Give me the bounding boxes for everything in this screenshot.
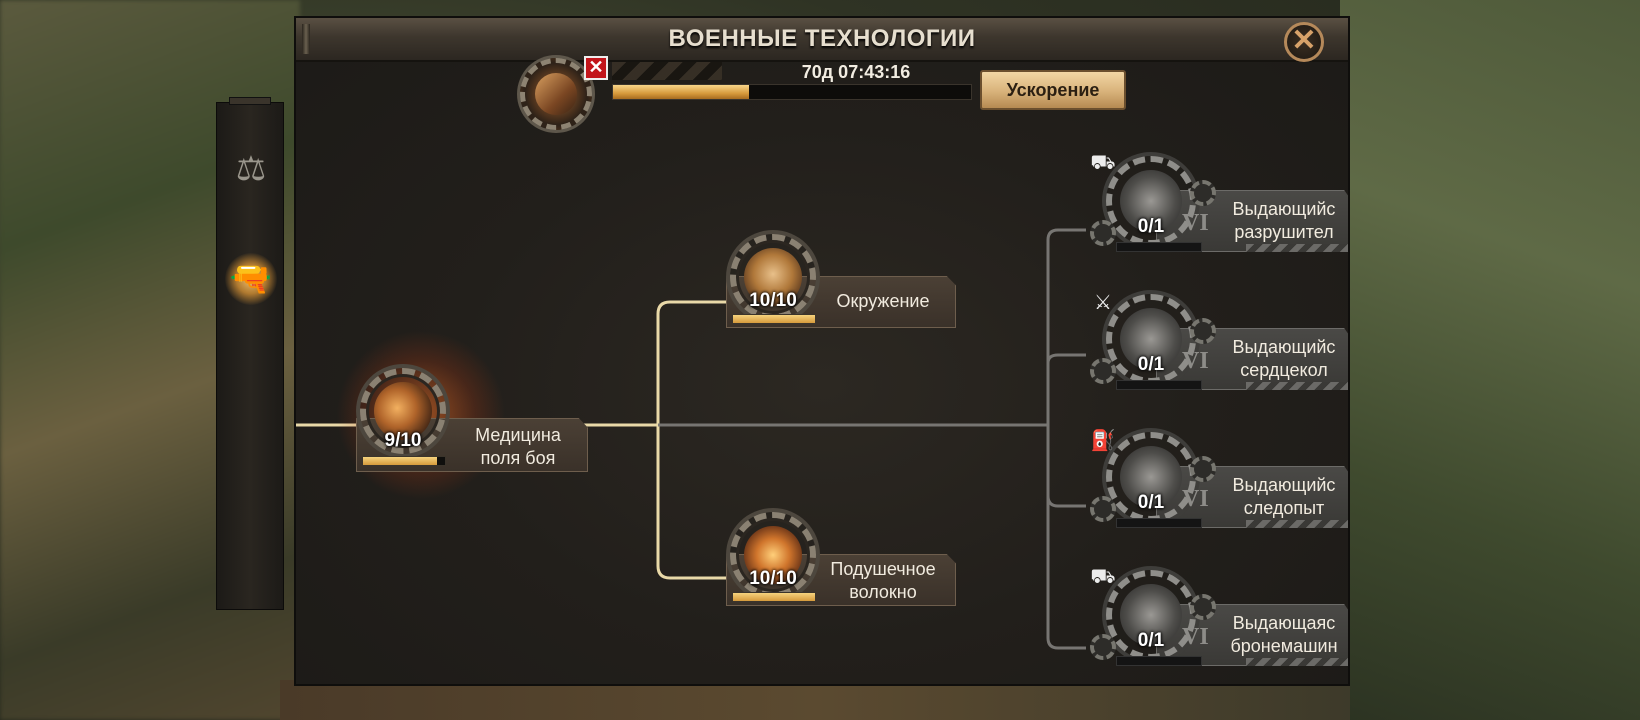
- research-progress-fill: [613, 85, 750, 99]
- soldier-portrait-icon: [1120, 308, 1182, 370]
- node-name-line-1: Выдающийс: [1232, 199, 1336, 219]
- node-name-line-1: Медицина: [475, 425, 561, 445]
- fiber-sparks-icon: [744, 526, 802, 584]
- node-name-line-1: Подушечное: [830, 559, 936, 579]
- title-rivet-left: [302, 24, 310, 54]
- node-level: 9/10: [384, 430, 422, 451]
- cog-icon: [1090, 634, 1116, 660]
- node-name-line-2: следопыт: [1243, 498, 1325, 518]
- node-name-line-2: разрушител: [1234, 222, 1334, 242]
- cog-icon: [1090, 496, 1116, 522]
- locked-stripes: [1246, 658, 1348, 666]
- node-name: Медицина поля боя: [448, 424, 588, 470]
- node-name: Окружение: [818, 290, 948, 313]
- node-level: 0/1: [1137, 216, 1165, 237]
- locked-branch-4: [1046, 425, 1086, 650]
- cog-icon: [1190, 318, 1216, 344]
- node-name: Подушечное волокно: [818, 558, 948, 604]
- node-name-line-1: Выдающийс: [1232, 337, 1336, 357]
- rifle-ammo-icon[interactable]: 🔫: [225, 253, 277, 305]
- window-title: ВОЕННЫЕ ТЕХНОЛОГИИ: [668, 25, 976, 52]
- research-progress-bar: [612, 84, 972, 100]
- cog-icon: [1190, 456, 1216, 482]
- background-bottom: [280, 680, 1350, 720]
- current-research-icon[interactable]: [520, 58, 592, 130]
- node-progress-bar: [1116, 518, 1202, 528]
- node-level: 0/1: [1137, 354, 1165, 375]
- armored-car-icon: ⛟: [1090, 565, 1116, 588]
- tech-tree-connections: [296, 228, 1086, 650]
- node-name: Выдающаяс бронемашин: [1216, 612, 1348, 658]
- speedup-button[interactable]: Ускорение: [980, 70, 1126, 110]
- research-timer: 70д 07:43:16: [801, 62, 911, 82]
- locked-branch-2: [1046, 353, 1086, 425]
- node-name-line-2: поля боя: [480, 448, 556, 468]
- node-progress-bar: [732, 592, 816, 602]
- melee-icon: ⚔: [1094, 291, 1112, 314]
- node-name-line-2: бронемашин: [1230, 636, 1338, 656]
- node-name: Выдающийс сердцекол: [1216, 336, 1348, 382]
- node-name-line-1: Выдающийс: [1232, 475, 1336, 495]
- motorcycle-icon: ⛽: [1090, 429, 1116, 452]
- node-progress-bar: [1116, 380, 1202, 390]
- node-name: Выдающийс следопыт: [1216, 474, 1348, 520]
- cancel-research-button[interactable]: ✕: [584, 56, 608, 80]
- artillery-icon: ⛟: [1090, 151, 1116, 174]
- node-name-line-2: сердцекол: [1240, 360, 1328, 380]
- locked-stripes: [1246, 244, 1348, 252]
- node-progress-bar: [1116, 242, 1202, 252]
- soldier-portrait-icon: [1120, 170, 1182, 232]
- node-name-line-1: Окружение: [836, 291, 930, 311]
- category-side-panel: ⚖ 🔫: [216, 97, 284, 610]
- branch-line-lower: [656, 425, 726, 580]
- locked-branch-1: [1046, 228, 1086, 425]
- node-gear-icon: [360, 368, 446, 454]
- node-level: 10/10: [749, 290, 797, 311]
- cog-icon: [1190, 180, 1216, 206]
- node-name-line-2: волокно: [849, 582, 917, 602]
- node-level: 0/1: [1137, 630, 1165, 651]
- locked-stripes: [1246, 382, 1348, 390]
- cog-icon: [1090, 220, 1116, 246]
- timer-hazard-stripe: [612, 62, 722, 80]
- locked-branch-3: [1046, 425, 1086, 508]
- node-name: Выдающийс разрушител: [1216, 198, 1348, 244]
- tier-numeral: VI: [1182, 210, 1209, 236]
- cog-icon: [1090, 358, 1116, 384]
- military-tech-window: ВОЕННЫЕ ТЕХНОЛОГИИ ✕ ✕ 70д 07:43:16 Уско…: [294, 16, 1350, 686]
- tier-numeral: VI: [1182, 624, 1209, 650]
- node-name-line-1: Выдающаяс: [1232, 613, 1336, 633]
- medicine-tent-icon: [374, 382, 432, 440]
- map-arrows-icon: [744, 248, 802, 306]
- close-x-icon[interactable]: ✕: [1284, 22, 1324, 62]
- vehicle-portrait-icon: [1120, 584, 1182, 646]
- panel-cap: [229, 97, 271, 105]
- title-bar: ВОЕННЫЕ ТЕХНОЛОГИИ ✕: [296, 18, 1348, 62]
- background-right: [1340, 0, 1640, 720]
- branch-line-upper: [656, 300, 726, 425]
- node-progress-fill: [363, 457, 437, 465]
- node-level: 0/1: [1137, 492, 1165, 513]
- node-progress-bar: [1116, 656, 1202, 666]
- soldier-portrait-icon: [1120, 446, 1182, 508]
- scales-money-icon[interactable]: ⚖: [235, 150, 267, 188]
- locked-stripes: [1246, 520, 1348, 528]
- tier-numeral: VI: [1182, 486, 1209, 512]
- node-level: 10/10: [749, 568, 797, 589]
- research-image: [535, 73, 577, 115]
- tier-numeral: VI: [1182, 348, 1209, 374]
- node-progress-fill: [733, 315, 815, 323]
- node-progress-bar: [732, 314, 816, 324]
- cog-icon: [1190, 594, 1216, 620]
- node-progress-fill: [733, 593, 815, 601]
- node-progress-bar: [362, 456, 446, 466]
